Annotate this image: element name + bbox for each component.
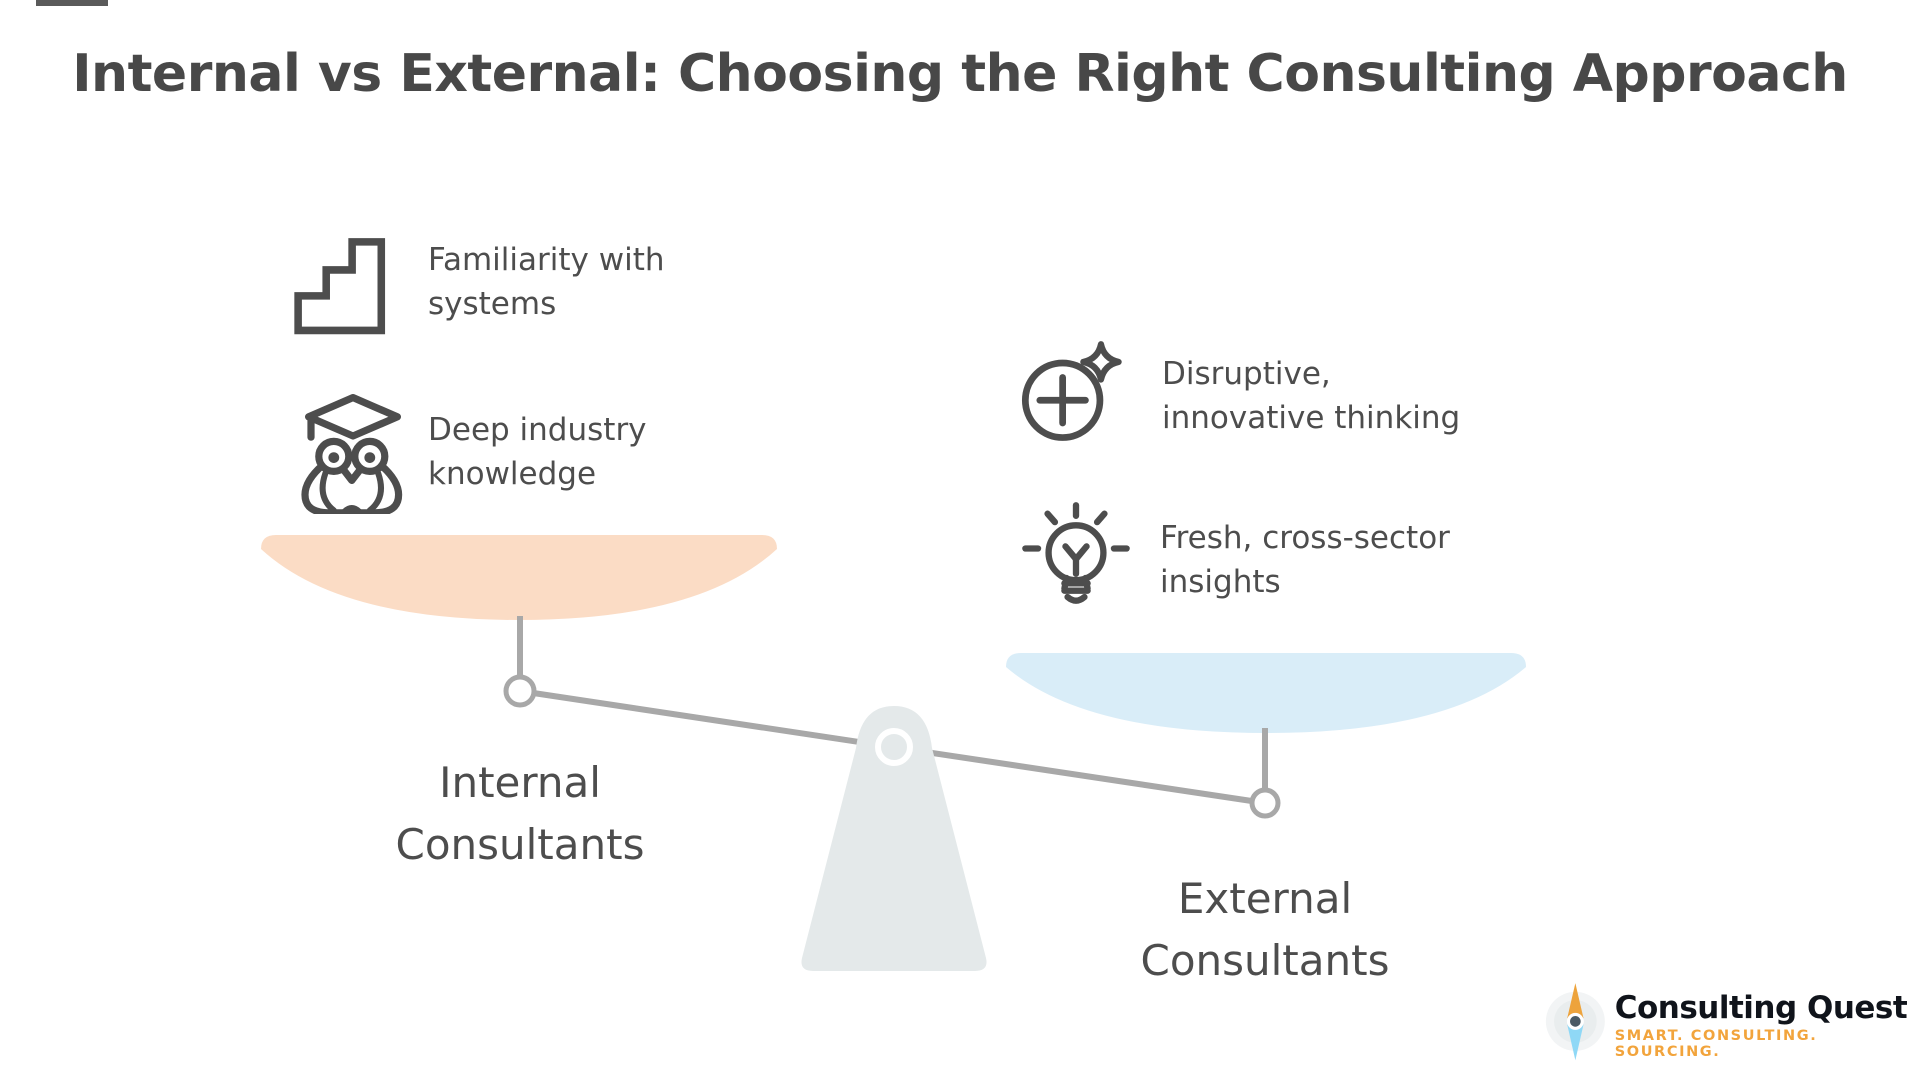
internal-label-line1: Internal	[439, 758, 601, 807]
benefit-knowledge: Deep industry knowledge	[428, 408, 647, 496]
right-beam-ring	[1249, 787, 1281, 819]
lightbulb-idea-icon	[1022, 502, 1130, 604]
compass-icon	[1545, 983, 1605, 1061]
top-left-artifact-bar	[36, 0, 108, 6]
benefit-familiarity-line1: Familiarity with	[428, 242, 665, 278]
external-label-line2: Consultants	[1140, 936, 1390, 985]
brand-tagline: SMART. CONSULTING. SOURCING.	[1614, 1028, 1818, 1060]
external-label-line1: External	[1177, 874, 1353, 923]
stairs-icon	[294, 238, 386, 335]
benefit-fresh-insights-line2: insights	[1160, 564, 1281, 600]
external-consultants-label: External Consultants	[1055, 868, 1475, 992]
fulcrum	[801, 706, 987, 971]
compass-hub	[1566, 1012, 1584, 1030]
benefit-knowledge-line1: Deep industry	[428, 412, 647, 448]
compass-needle-south	[1567, 1024, 1584, 1061]
fulcrum-pivot-ring	[875, 728, 913, 766]
benefit-disruptive: Disruptive, innovative thinking	[1162, 352, 1460, 440]
left-pan	[261, 535, 777, 620]
consulting-quest-logo: Consulting Quest SMART. CONSULTING. SOUR…	[1544, 978, 1914, 1070]
compass-needle-north	[1567, 983, 1584, 1019]
benefit-disruptive-line1: Disruptive,	[1162, 356, 1331, 392]
sparkle-plus-icon	[1021, 341, 1122, 441]
page-title: Internal vs External: Choosing the Right…	[72, 44, 1848, 104]
benefit-disruptive-line2: innovative thinking	[1162, 400, 1461, 436]
right-pan	[1006, 653, 1526, 733]
owl-graduation-icon	[301, 394, 403, 514]
brand-name: Consulting Quest	[1614, 990, 1908, 1026]
benefit-knowledge-line2: knowledge	[428, 456, 597, 492]
internal-consultants-label: Internal Consultants	[310, 752, 730, 876]
benefit-familiarity-line2: systems	[428, 286, 557, 322]
benefit-fresh-insights-line1: Fresh, cross-sector	[1160, 520, 1450, 556]
benefit-familiarity: Familiarity with systems	[428, 238, 665, 326]
left-beam-ring	[503, 674, 537, 708]
internal-label-line2: Consultants	[395, 820, 645, 869]
benefit-fresh-insights: Fresh, cross-sector insights	[1160, 516, 1450, 604]
